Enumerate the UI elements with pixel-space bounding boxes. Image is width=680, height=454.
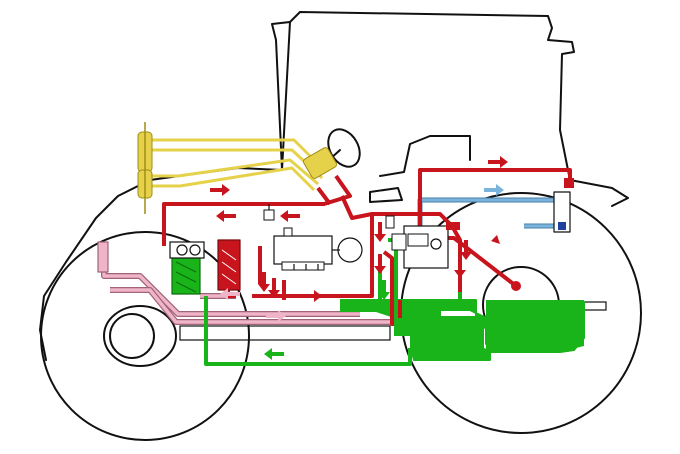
flow-arrow-icon (264, 348, 284, 360)
flow-arrow-icon (484, 184, 504, 196)
flow-arrow-icon (486, 230, 500, 244)
front-axle-housing (103, 305, 177, 367)
flow-arrow-icon (374, 222, 386, 242)
flow-arrow-icon (378, 280, 390, 300)
flow-arrow-icon (460, 240, 472, 260)
flow-arrows (210, 156, 508, 360)
flow-arrow-icon (216, 210, 236, 222)
low-pressure-circuit (97, 241, 390, 325)
flow-arrow-icon (302, 290, 322, 302)
flow-arrow-icon (258, 272, 270, 292)
drive-shaft (179, 325, 391, 341)
hood-outline (39, 167, 283, 361)
lift-valve-block (403, 225, 449, 269)
flow-arrow-icon (488, 156, 508, 168)
flow-arrow-icon (266, 310, 286, 322)
rear-fender-outline (379, 135, 471, 177)
cab-outline (281, 11, 629, 207)
flow-arrow-icon (220, 288, 240, 300)
flow-arrow-icon (454, 258, 466, 278)
flow-arrow-icon (210, 184, 230, 196)
hydraulic-components (169, 204, 460, 336)
front-axle-hub (109, 313, 155, 359)
control-valve-block (273, 235, 333, 265)
accumulator (337, 237, 363, 263)
flow-arrow-icon (280, 210, 300, 222)
pto-shaft (583, 301, 607, 311)
seat-outline (369, 187, 403, 203)
tractor-outline (39, 11, 642, 441)
flow-arrow-icon (374, 254, 386, 274)
cab-front-pillar (271, 21, 291, 171)
steering-circuit (137, 122, 338, 214)
flow-arrow-icon (268, 278, 280, 298)
